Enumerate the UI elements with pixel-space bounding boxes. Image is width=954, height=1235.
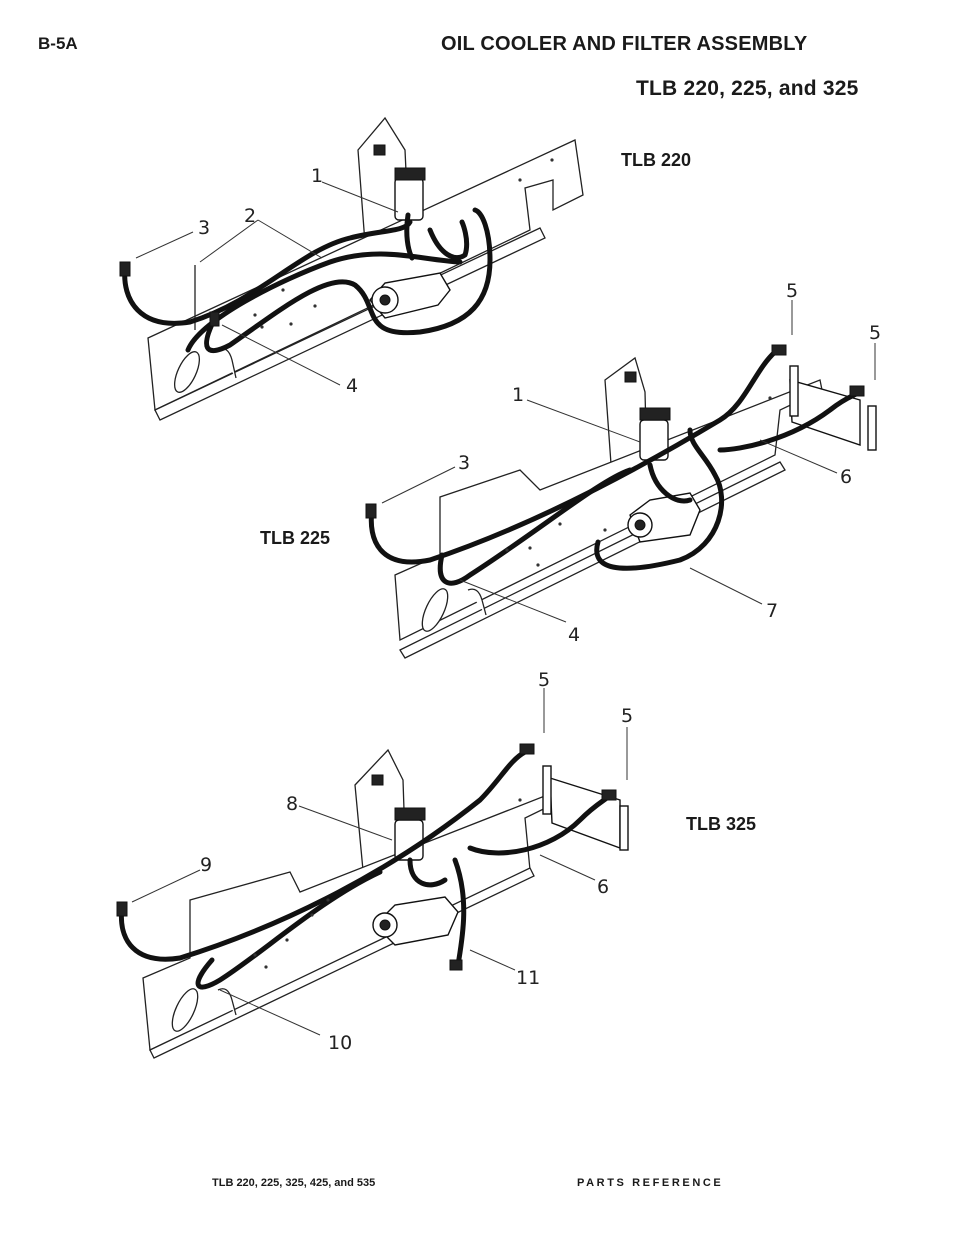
tlb225-callout-4: 4 (568, 624, 580, 646)
tlb225-callout-3: 3 (458, 452, 470, 474)
tlb325-hose-9 (118, 749, 528, 962)
tlb225-cooler-tank-left (789, 365, 799, 417)
tlb225-callout-1: 1 (512, 384, 524, 406)
tlb325-frame-rail (142, 789, 563, 1051)
tlb220-assembly: 1 2 3 4 (119, 116, 584, 421)
tlb325-hose-10 (195, 869, 383, 990)
view-label-tlb225: TLB 225 (260, 528, 331, 548)
tlb225-hose-4 (437, 467, 633, 586)
tlb220-callout-1: 1 (311, 165, 323, 187)
tlb225-callout-7: 7 (766, 600, 778, 622)
tlb325-hose-6 (467, 794, 611, 856)
tlb325-slot (171, 988, 199, 1032)
tlb325-assembly: 8 9 10 11 5 5 6 (116, 669, 633, 1059)
tlb325-callout-8: 8 (286, 793, 298, 815)
tlb220-slot (173, 351, 201, 393)
tlb225-hose-7 (594, 427, 725, 571)
tlb220-hose-3 (122, 219, 413, 326)
page-title: OIL COOLER AND FILTER ASSEMBLY (441, 33, 808, 55)
tlb225-hose-3 (368, 349, 778, 565)
view-label-tlb325: TLB 325 (686, 814, 757, 834)
tlb220-fitting (119, 261, 131, 277)
view-label-tlb220: TLB 220 (621, 150, 692, 170)
tlb220-callout-3: 3 (198, 217, 210, 239)
page-id: B-5A (38, 34, 78, 53)
tlb225-assembly: 1 3 4 5 5 6 7 (365, 280, 881, 659)
tlb220-callout-2: 2 (244, 205, 256, 227)
tlb225-cooler-tank-right (867, 405, 877, 451)
tlb325-callout-10: 10 (328, 1032, 352, 1054)
tlb325-cooler-tank-left (542, 765, 552, 815)
tlb325-cooler-tank-right (619, 805, 629, 851)
tlb225-callout-5a: 5 (786, 280, 798, 302)
tlb220-callout-4: 4 (346, 375, 358, 397)
tlb325-pump (374, 896, 459, 946)
tlb325-callout-11: 11 (516, 967, 540, 989)
tlb325-callout-5b: 5 (621, 705, 633, 727)
tlb220-hose-4 (204, 207, 493, 353)
footer-models: TLB 220, 225, 325, 425, and 535 (212, 1177, 376, 1189)
tlb225-slot (421, 588, 449, 632)
tlb325-callout-5a: 5 (538, 669, 550, 691)
tlb325-hose-11 (452, 857, 467, 968)
tlb220-filter-head (394, 167, 426, 181)
tlb225-callout-5b: 5 (869, 322, 881, 344)
tlb225-callout-6: 6 (840, 466, 852, 488)
tlb220-bracket-hole (373, 144, 386, 156)
tlb325-callout-6: 6 (597, 876, 609, 898)
footer-section: PARTS REFERENCE (577, 1177, 724, 1189)
page-subtitle: TLB 220, 225, and 325 (636, 77, 859, 100)
tlb325-callout-9: 9 (200, 854, 212, 876)
